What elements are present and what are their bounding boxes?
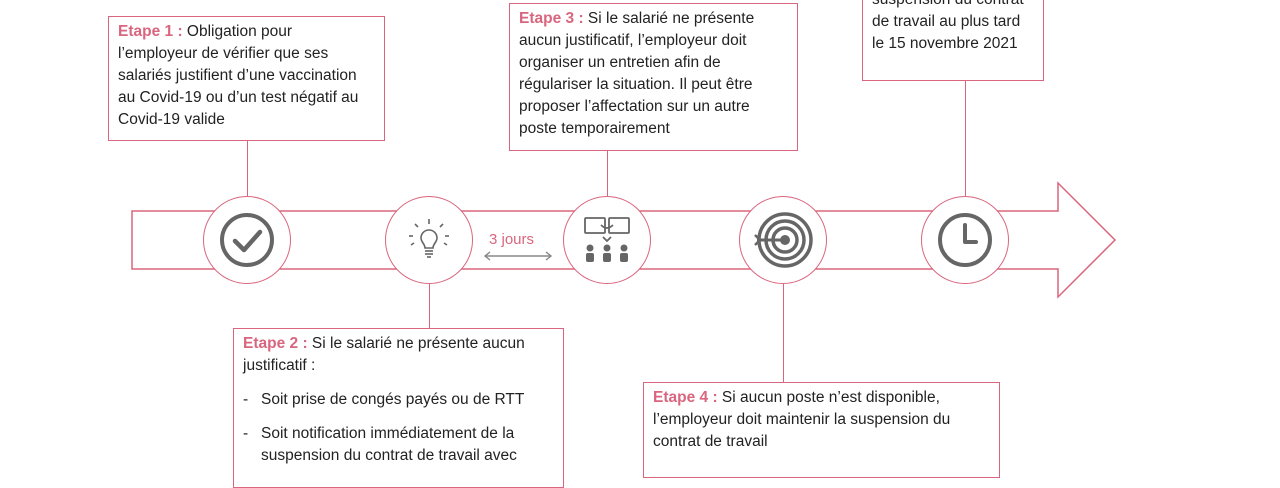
list-item: -Soit notification immédiatement de la s… bbox=[243, 425, 517, 464]
step2-box: Etape 2 : Si le salarié ne présente aucu… bbox=[233, 328, 564, 488]
step1-text: Obligation pour l’employeur de vérifier … bbox=[118, 23, 359, 128]
step3-box: Etape 3 : Si le salarié ne présente aucu… bbox=[509, 3, 798, 151]
step1-label: Etape 1 : bbox=[118, 23, 183, 40]
delay-label: 3 jours bbox=[489, 231, 535, 248]
step2-circle bbox=[385, 196, 473, 284]
step2-label: Etape 2 : bbox=[243, 335, 308, 352]
step1-box: Etape 1 : Obligation pour l’employeur de… bbox=[108, 16, 385, 141]
step1-circle bbox=[203, 196, 291, 284]
meeting-icon bbox=[584, 217, 630, 262]
double-arrow-icon bbox=[483, 251, 553, 261]
connector-line bbox=[429, 284, 430, 329]
step5-circle bbox=[921, 196, 1009, 284]
check-icon bbox=[220, 213, 274, 267]
step4-label: Etape 4 : bbox=[653, 389, 718, 406]
step5-text: suspension du contrat de travail au plus… bbox=[872, 0, 1024, 52]
lightbulb-icon bbox=[409, 219, 449, 258]
target-icon bbox=[754, 212, 813, 268]
step4-text: Si aucun poste n’est disponible, l’emplo… bbox=[653, 389, 951, 450]
connector-line bbox=[247, 140, 248, 196]
connector-line bbox=[965, 80, 966, 196]
connector-line bbox=[607, 150, 608, 196]
step5-box: suspension du contrat de travail au plus… bbox=[862, 0, 1044, 81]
step3-circle bbox=[563, 196, 651, 284]
list-item: -Soit prise de congés payés ou de RTT bbox=[243, 391, 525, 408]
step4-box: Etape 4 : Si aucun poste n’est disponibl… bbox=[643, 382, 1000, 478]
connector-line bbox=[783, 284, 784, 383]
step3-text: Si le salarié ne présente aucun justific… bbox=[519, 10, 755, 137]
step3-label: Etape 3 : bbox=[519, 10, 584, 27]
clock-icon bbox=[938, 213, 992, 267]
step4-circle bbox=[739, 196, 827, 284]
step2-text: Si le salarié ne présente aucun justific… bbox=[243, 335, 525, 374]
